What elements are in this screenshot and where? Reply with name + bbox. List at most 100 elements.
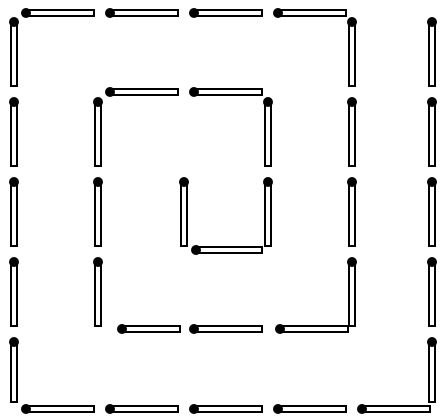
- match-head: [189, 8, 199, 18]
- match-head: [427, 337, 437, 347]
- match-horizontal-7[interactable]: [191, 245, 262, 255]
- match-vertical-27[interactable]: [427, 177, 437, 246]
- match-head: [9, 97, 19, 107]
- match-head: [105, 87, 115, 97]
- match-head: [191, 245, 201, 255]
- match-vertical-19[interactable]: [263, 97, 273, 166]
- match-stick: [429, 342, 435, 402]
- match-head: [427, 177, 437, 187]
- match-stick: [11, 102, 17, 166]
- match-head: [263, 177, 273, 187]
- match-head: [427, 97, 437, 107]
- match-horizontal-5[interactable]: [105, 87, 178, 97]
- match-head: [427, 257, 437, 267]
- match-head: [179, 177, 189, 187]
- match-vertical-23[interactable]: [93, 177, 103, 246]
- match-stick: [11, 262, 17, 326]
- match-vertical-26[interactable]: [347, 177, 357, 246]
- match-head: [9, 257, 19, 267]
- match-head: [9, 337, 19, 347]
- match-vertical-24[interactable]: [179, 177, 189, 246]
- match-stick: [122, 326, 180, 332]
- match-stick: [26, 406, 94, 412]
- match-stick: [265, 182, 271, 246]
- match-stick: [194, 326, 262, 332]
- match-stick: [349, 182, 355, 246]
- match-head: [347, 257, 357, 267]
- match-horizontal-8[interactable]: [117, 324, 180, 334]
- match-vertical-16[interactable]: [9, 17, 19, 86]
- match-horizontal-11[interactable]: [21, 404, 94, 414]
- match-vertical-21[interactable]: [427, 97, 437, 166]
- match-vertical-33[interactable]: [427, 337, 437, 402]
- match-stick: [429, 182, 435, 246]
- match-head: [189, 324, 199, 334]
- match-stick: [280, 326, 348, 332]
- match-head: [117, 324, 127, 334]
- match-head: [347, 177, 357, 187]
- match-stick: [11, 22, 17, 86]
- match-stick: [11, 342, 17, 402]
- match-head: [105, 8, 115, 18]
- match-stick: [95, 262, 101, 326]
- match-head: [93, 177, 103, 187]
- match-stick: [194, 406, 262, 412]
- match-stick: [95, 102, 101, 166]
- match-horizontal-15[interactable]: [357, 404, 430, 414]
- match-stick: [95, 182, 101, 246]
- match-stick: [362, 406, 430, 412]
- match-vertical-29[interactable]: [93, 257, 103, 326]
- match-stick: [196, 247, 262, 253]
- match-vertical-22[interactable]: [9, 177, 19, 246]
- match-stick: [429, 102, 435, 166]
- match-head: [273, 404, 283, 414]
- match-horizontal-3[interactable]: [189, 8, 262, 18]
- match-stick: [110, 89, 178, 95]
- match-stick: [194, 10, 262, 16]
- match-vertical-34[interactable]: [347, 17, 357, 86]
- match-stick: [349, 22, 355, 86]
- match-head: [347, 17, 357, 27]
- match-horizontal-14[interactable]: [273, 404, 346, 414]
- match-head: [21, 404, 31, 414]
- match-stick: [110, 406, 178, 412]
- match-head: [9, 177, 19, 187]
- match-horizontal-6[interactable]: [189, 87, 262, 97]
- match-head: [357, 404, 367, 414]
- match-vertical-20[interactable]: [347, 97, 357, 166]
- match-head: [347, 97, 357, 107]
- match-vertical-28[interactable]: [9, 257, 19, 326]
- match-stick: [278, 406, 346, 412]
- match-vertical-18[interactable]: [93, 97, 103, 166]
- match-head: [427, 17, 437, 27]
- match-horizontal-9[interactable]: [189, 324, 262, 334]
- match-vertical-32[interactable]: [9, 337, 19, 402]
- match-stick: [11, 182, 17, 246]
- match-stick: [429, 262, 435, 326]
- match-stick: [429, 22, 435, 86]
- match-vertical-25[interactable]: [263, 177, 273, 246]
- match-head: [93, 257, 103, 267]
- match-head: [263, 97, 273, 107]
- match-head: [21, 8, 31, 18]
- match-head: [189, 87, 199, 97]
- match-head: [9, 17, 19, 27]
- match-horizontal-4[interactable]: [273, 8, 346, 18]
- match-horizontal-10[interactable]: [275, 324, 348, 334]
- match-stick: [278, 10, 346, 16]
- match-horizontal-1[interactable]: [21, 8, 94, 18]
- match-head: [273, 8, 283, 18]
- match-horizontal-2[interactable]: [105, 8, 178, 18]
- match-stick: [349, 102, 355, 166]
- match-horizontal-12[interactable]: [105, 404, 178, 414]
- match-horizontal-13[interactable]: [189, 404, 262, 414]
- match-stick: [265, 102, 271, 166]
- match-vertical-35[interactable]: [427, 17, 437, 86]
- match-stick: [110, 10, 178, 16]
- match-vertical-31[interactable]: [427, 257, 437, 326]
- match-vertical-30[interactable]: [347, 257, 357, 326]
- match-stick: [181, 182, 187, 246]
- match-vertical-17[interactable]: [9, 97, 19, 166]
